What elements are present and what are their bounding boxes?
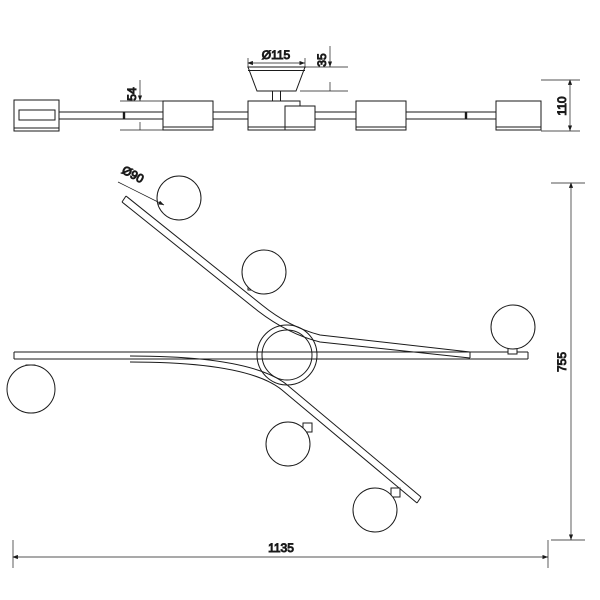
center-blocks bbox=[247, 100, 316, 131]
globe-5 bbox=[265, 421, 313, 467]
dimension-canopy-height: 35 bbox=[300, 46, 348, 92]
dim-label-canopy-diameter: Ø115 bbox=[262, 48, 291, 62]
globe-4 bbox=[6, 364, 56, 414]
rod-lower-diagonal bbox=[129, 355, 422, 504]
dim-label-block-height: 54 bbox=[125, 87, 139, 101]
dimension-canopy-diameter: Ø115 bbox=[247, 48, 306, 68]
dimension-fixture-height: 110 bbox=[541, 79, 580, 132]
end-block-left bbox=[13, 99, 60, 132]
globe-3 bbox=[490, 304, 536, 355]
rod-upper-diagonal bbox=[121, 195, 471, 359]
plan-view: Ø90 755 1135 bbox=[6, 162, 585, 568]
dimension-overall-width: 1135 bbox=[12, 540, 549, 568]
dimension-overall-depth: 755 bbox=[551, 182, 585, 541]
elevation-view: Ø115 35 54 110 bbox=[13, 46, 580, 132]
dim-label-canopy-height: 35 bbox=[315, 53, 329, 67]
dim-label-fixture-height: 110 bbox=[555, 96, 569, 115]
dim-label-overall-depth: 755 bbox=[555, 352, 569, 372]
lamp-block-4 bbox=[355, 100, 407, 131]
rod-horizontal bbox=[13, 351, 529, 360]
center-hub bbox=[256, 324, 318, 386]
end-block-right bbox=[495, 100, 542, 131]
globe-6 bbox=[352, 487, 401, 533]
dim-label-overall-width: 1135 bbox=[268, 541, 294, 555]
globe-2 bbox=[241, 249, 287, 295]
lamp-block-2 bbox=[162, 100, 214, 131]
canopy bbox=[247, 66, 306, 103]
dim-label-globe-diameter: Ø90 bbox=[120, 163, 147, 186]
globe-1 bbox=[156, 175, 202, 221]
dimension-block-height: 54 bbox=[120, 80, 163, 131]
